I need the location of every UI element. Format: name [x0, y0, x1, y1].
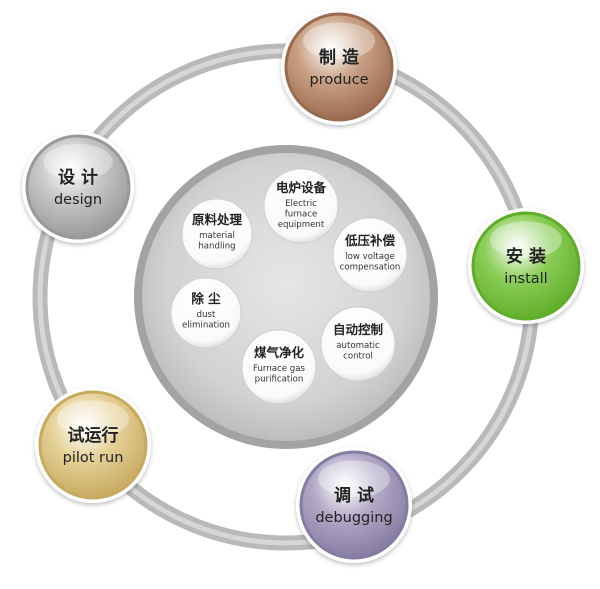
stage-node-gloss — [57, 400, 129, 438]
product-label-cn: 电炉设备 — [276, 180, 327, 195]
product-label-en-line: equipment — [278, 220, 325, 230]
product-label-en-line: control — [343, 352, 373, 362]
product-node-disc — [332, 217, 408, 293]
product-label-en-line: compensation — [340, 263, 401, 273]
product-node-disc — [241, 329, 317, 405]
product-label-en-line: material — [199, 231, 235, 241]
stage-label-en: produce — [309, 72, 368, 88]
stage-node-gloss — [303, 22, 375, 60]
stage-node-gloss — [43, 143, 113, 180]
product-label-en-line: Furnace gas — [253, 364, 305, 374]
stage-label-cn: 试运行 — [68, 425, 119, 446]
stage-label-en: install — [504, 271, 547, 287]
stage-label-cn: 制 造 — [319, 47, 360, 68]
stage-label-en: design — [54, 192, 102, 208]
stage-node-1 — [468, 208, 584, 324]
stage-label-cn: 调 试 — [334, 486, 374, 506]
product-node-disc — [263, 168, 339, 244]
stage-label-en: debugging — [315, 510, 392, 526]
stage-label-en: pilot run — [63, 450, 124, 466]
product-node-disc — [320, 306, 396, 382]
product-label-en-line: automatic — [336, 341, 380, 351]
stage-label-cn: 安 装 — [506, 246, 546, 267]
product-label-en-line: Electric — [285, 199, 317, 209]
product-node-disc — [181, 198, 253, 270]
product-node-disc — [170, 277, 242, 349]
stage-node-4 — [22, 131, 134, 243]
product-label-cn: 自动控制 — [333, 322, 383, 337]
product-label-en-line: dust — [197, 310, 216, 320]
stage-node-gloss — [318, 460, 390, 498]
product-label-en-line: elimination — [182, 321, 230, 331]
stage-node-2 — [296, 447, 412, 563]
product-label-en-line: purification — [255, 375, 304, 385]
product-label-en-line: furnace — [285, 210, 318, 220]
product-label-cn: 原料处理 — [192, 212, 243, 227]
product-label-cn: 除 尘 — [191, 291, 221, 306]
stage-node-3 — [35, 387, 151, 503]
stage-label-cn: 设 计 — [58, 167, 98, 188]
product-label-cn: 低压补偿 — [344, 233, 396, 248]
stage-node-gloss — [490, 221, 562, 259]
product-label-en-line: low voltage — [345, 252, 395, 262]
stage-node-0 — [281, 9, 397, 125]
product-label-cn: 煤气净化 — [254, 345, 305, 360]
product-label-en-line: handling — [198, 242, 235, 252]
